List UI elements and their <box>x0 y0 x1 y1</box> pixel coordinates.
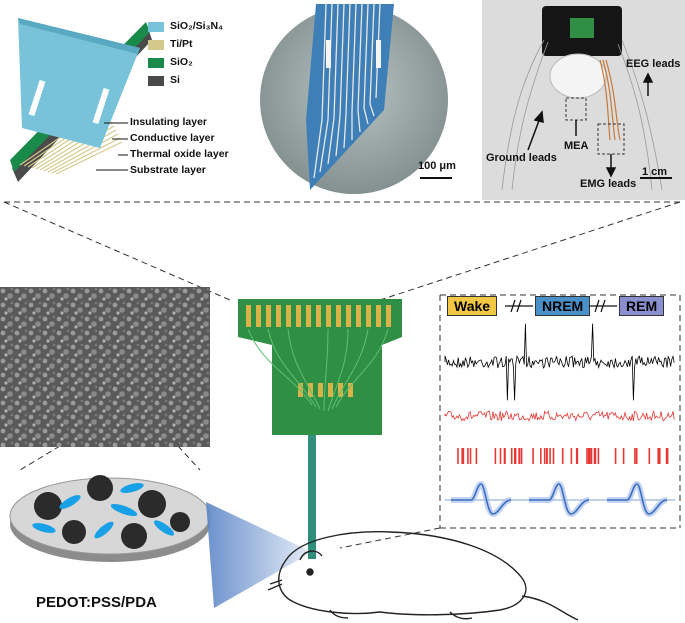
ground-leads-label: Ground leads <box>486 152 557 164</box>
raster-tick <box>532 448 534 464</box>
eeg-leads-label: EEG leads <box>626 58 681 70</box>
layer-diagram-panel: SiO₂/Si₃N₄ Ti/Pt SiO₂ Si Insulating laye… <box>0 0 240 200</box>
thermal-oxide-layer-label: Thermal oxide layer <box>130 148 229 160</box>
photo-scale-bar-label: 1 cm <box>642 166 668 178</box>
raster-tick <box>657 448 659 464</box>
micrograph-scale-bar-label: 100 μm <box>418 160 456 172</box>
raster-tick <box>575 448 578 464</box>
layer-stack-illustration <box>10 18 152 182</box>
sem-micrograph <box>0 287 210 447</box>
raster-tick <box>462 448 465 464</box>
raster-tick <box>543 448 546 464</box>
black-trace <box>444 323 675 401</box>
conductive-layer-label: Conductive layer <box>130 132 215 144</box>
pedot-pss-pda-label: PEDOT:PSS/PDA <box>36 594 157 611</box>
raster-tick <box>469 448 472 464</box>
legend-label-sio2: SiO₂ <box>170 56 193 68</box>
raster-tick <box>457 448 459 464</box>
spike-waveform <box>529 483 590 515</box>
insulating-layer-label: Insulating layer <box>130 116 208 128</box>
raster-tick <box>622 448 625 464</box>
legend-swatch-sio2 <box>148 58 164 68</box>
raster-tick <box>648 448 651 464</box>
state-breaks <box>505 299 617 313</box>
waveform-band <box>529 480 590 518</box>
raster-tick <box>666 448 669 464</box>
raster-tick <box>499 448 502 464</box>
raster-tick <box>503 448 506 464</box>
raster-tick <box>561 448 564 464</box>
device-photo-panel: EEG leads MEA Ground leads EMG leads 1 c… <box>482 0 685 200</box>
emg-leads-label: EMG leads <box>580 178 637 190</box>
red-trace <box>444 409 675 422</box>
raster-tick <box>597 448 600 464</box>
pcb-illustration <box>238 299 402 559</box>
neural-traces <box>444 323 675 518</box>
legend-label-sio2-si3n4: SiO₂/Si₃N₄ <box>170 20 224 32</box>
legend-swatch-sio2-si3n4 <box>148 22 164 32</box>
raster-tick <box>614 448 617 464</box>
legend-swatch-si <box>148 76 164 86</box>
raster-tick <box>461 448 463 464</box>
raster-tick <box>520 448 523 464</box>
raster-tick <box>635 448 638 464</box>
raster-tick <box>540 448 542 464</box>
raster-tick <box>659 448 661 464</box>
spike-waveform <box>607 483 668 515</box>
micrograph-panel: 100 μm <box>244 0 476 200</box>
raster-tick <box>549 448 551 464</box>
raster-tick <box>634 448 636 464</box>
legend-label-ti-pt: Ti/Pt <box>170 38 193 50</box>
raster-tick <box>570 448 573 464</box>
raster-tick <box>588 448 590 464</box>
raster-tick <box>510 448 513 464</box>
legend-swatch-ti-pt <box>148 40 164 50</box>
probe-micrograph <box>260 3 452 194</box>
raster-tick <box>665 448 668 464</box>
recording-panel: Wake NREM REM <box>441 296 679 527</box>
raster-tick <box>590 448 593 464</box>
raster-tick <box>475 448 478 464</box>
device-photo <box>482 0 685 200</box>
raster-tick <box>589 448 591 464</box>
raster-tick <box>467 448 469 464</box>
state-wake-label: Wake <box>447 296 498 316</box>
raster-tick <box>494 448 497 464</box>
mouse-outline <box>267 531 579 621</box>
raster-tick <box>514 448 517 464</box>
nanoparticle-disk <box>4 458 220 568</box>
pcb-board <box>232 295 412 565</box>
waveform-band <box>607 480 668 518</box>
substrate-layer-label: Substrate layer <box>130 164 206 176</box>
raster-tick <box>594 448 597 464</box>
raster-tick <box>593 448 596 464</box>
legend-label-si: Si <box>170 74 180 86</box>
raster-tick <box>514 448 516 464</box>
raster-tick <box>552 448 555 464</box>
pedot-pss-pda-illustration <box>9 475 211 562</box>
state-rem-label: REM <box>619 296 665 316</box>
raster-tick <box>586 448 588 464</box>
raster-tick <box>518 448 520 464</box>
spike-waveform <box>451 483 512 515</box>
mea-label: MEA <box>564 140 589 152</box>
waveform-band <box>451 480 512 518</box>
raster-tick <box>546 448 548 464</box>
sem-image-panel <box>0 287 210 447</box>
